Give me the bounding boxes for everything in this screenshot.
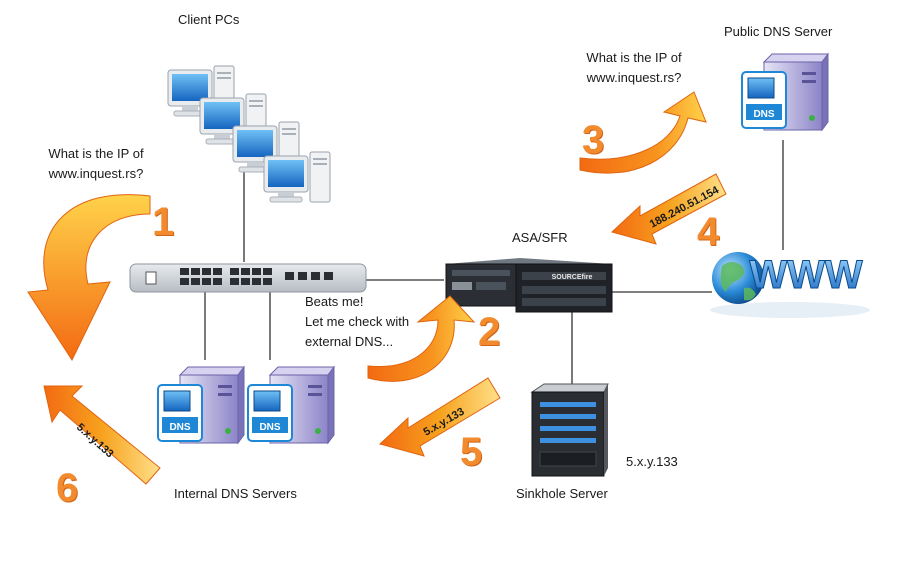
step-5-number: 5 bbox=[460, 430, 483, 474]
step-3-number: 3 bbox=[582, 118, 605, 162]
step-1-arrow bbox=[27, 194, 151, 362]
dns-badge-internal-1: DNS bbox=[169, 422, 190, 433]
brand-text: SOURCEfire bbox=[552, 274, 593, 281]
query-left-line-2: www.inquest.rs? bbox=[48, 166, 144, 181]
query-left-line-1: What is the IP of bbox=[48, 146, 144, 161]
sinkhole-ip-label: 5.x.y.133 bbox=[626, 454, 678, 469]
query-left: What is the IP of www.inquest.rs? bbox=[28, 144, 164, 184]
asa-sfr-label: ASA/SFR bbox=[512, 230, 568, 245]
sinkhole-label: Sinkhole Server bbox=[516, 486, 608, 501]
reply-line-1: Beats me! bbox=[305, 294, 364, 309]
query-right: What is the IP of www.inquest.rs? bbox=[566, 48, 702, 88]
sinkhole-server-icon bbox=[530, 383, 609, 477]
client-pcs-label: Client PCs bbox=[178, 12, 240, 27]
asa-sfr-appliance-icon: SOURCEfire bbox=[445, 258, 613, 313]
step-1-number: 1 bbox=[152, 200, 175, 244]
internet-globe-icon: WWW bbox=[710, 252, 870, 318]
step-2-number: 2 bbox=[478, 310, 501, 354]
reply-line-2: Let me check with bbox=[305, 314, 410, 329]
query-right-line-1: What is the IP of bbox=[586, 50, 682, 65]
dns-badge-internal-2: DNS bbox=[259, 422, 280, 433]
dns-badge-public: DNS bbox=[753, 109, 774, 120]
public-dns-label: Public DNS Server bbox=[724, 24, 833, 39]
www-text: WWW bbox=[749, 253, 863, 297]
internal-dns-label: Internal DNS Servers bbox=[174, 486, 297, 501]
reply-text: Beats me! Let me check with external DNS… bbox=[305, 292, 409, 352]
step-6-number: 6 bbox=[56, 466, 79, 510]
step-4-number: 4 bbox=[697, 210, 720, 254]
query-right-line-2: www.inquest.rs? bbox=[586, 70, 682, 85]
reply-line-3: external DNS... bbox=[305, 334, 394, 349]
switch-icon bbox=[129, 263, 367, 293]
step-3-arrow bbox=[579, 91, 707, 174]
step-2-arrow bbox=[367, 295, 476, 382]
client-pcs-icon bbox=[167, 65, 331, 203]
